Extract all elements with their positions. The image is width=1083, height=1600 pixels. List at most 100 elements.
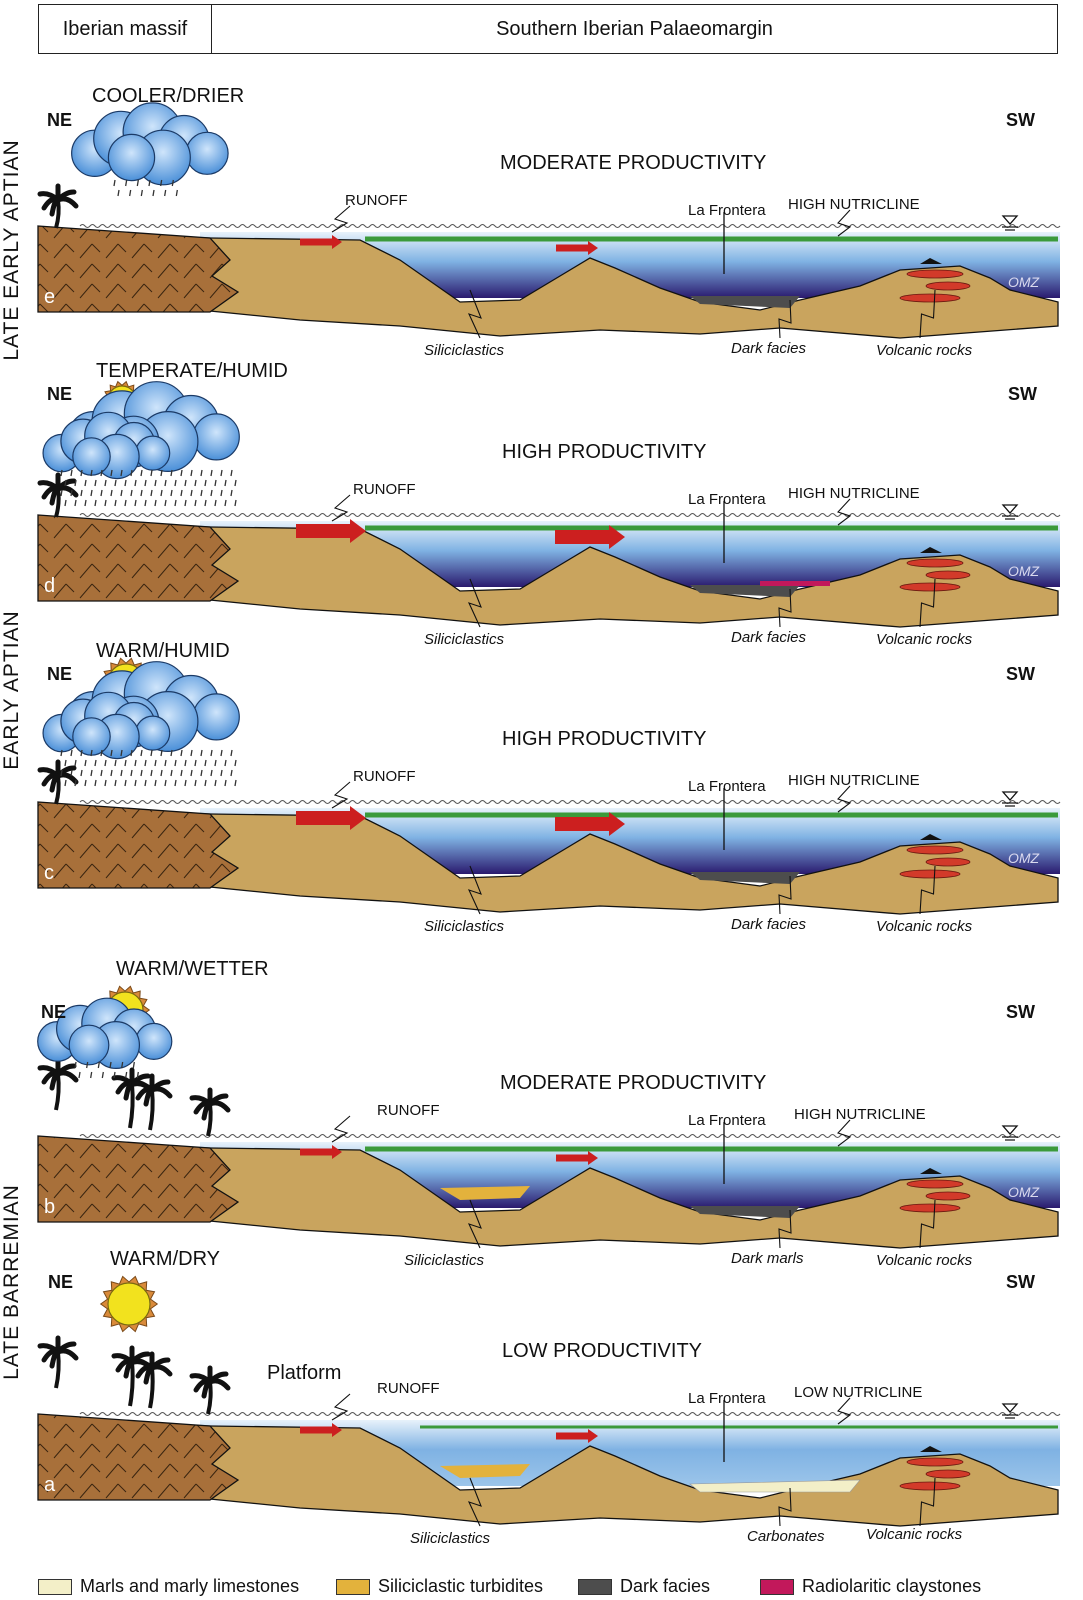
leader-line [837, 209, 852, 237]
leader-line [778, 299, 792, 339]
cloud-icon [42, 691, 171, 760]
runoff-label-e: RUNOFF [345, 192, 408, 209]
ne-label-d: NE [47, 384, 73, 404]
turbidite-deposit [440, 1186, 530, 1200]
facies-label-e: Dark facies [731, 340, 807, 357]
sea-level-symbol-icon [1001, 215, 1019, 231]
volcanic-rocks [899, 1446, 971, 1491]
sea-level-symbol-icon [1001, 1125, 1019, 1141]
climate-label-a: WARM/DRY [110, 1248, 220, 1270]
header-iberian-massif: Iberian massif [39, 5, 212, 53]
legend-swatch-marls [38, 1578, 72, 1595]
dark-facies-deposit [690, 296, 800, 308]
iberian-massif-basement [37, 1413, 240, 1501]
legend-swatch-radiolaritic [760, 1578, 794, 1595]
sw-label-c: SW [1006, 664, 1035, 684]
sea-surface [79, 513, 1061, 517]
leader-line [331, 494, 351, 522]
ne-label-b: NE [41, 1002, 67, 1022]
nutricline-label-a: LOW NUTRICLINE [794, 1384, 923, 1401]
palm-tree-icon [131, 1073, 173, 1131]
siliciclastics-label-c: Siliciclastics [424, 918, 505, 935]
productivity-label-c: HIGH PRODUCTIVITY [502, 728, 707, 750]
leader-line [778, 875, 792, 915]
iberian-massif-basement [37, 225, 240, 313]
palm-tree-icon [37, 1335, 79, 1389]
la-frontera-label-d: La Frontera [688, 491, 766, 508]
leader-line [837, 1119, 852, 1147]
cloud-icon [71, 102, 229, 186]
omz-label-c: OMZ [1008, 850, 1040, 866]
leader-line [467, 578, 482, 628]
volcanic-rocks [899, 834, 971, 879]
cloud-icon [37, 997, 173, 1069]
runoff-arrow [300, 1423, 342, 1437]
leader-line [837, 498, 852, 526]
palm-tree-icon [37, 472, 79, 518]
sediment-body [37, 1421, 1059, 1527]
panel-letter-e: e [44, 286, 56, 308]
ne-label-c: NE [47, 664, 73, 684]
productivity-label-a: LOW PRODUCTIVITY [502, 1340, 703, 1362]
siliciclastics-label-d: Siliciclastics [424, 631, 505, 648]
legend-item-dark-facies: Dark facies [578, 1576, 710, 1597]
sea-surface [79, 1412, 1061, 1416]
volcanic-label-b: Volcanic rocks [876, 1252, 973, 1269]
leader-line [331, 1393, 351, 1421]
leader-line [467, 865, 482, 915]
runoff-arrow [556, 1151, 598, 1165]
leader-line [467, 289, 482, 339]
nutricline-label-c: HIGH NUTRICLINE [788, 772, 920, 789]
runoff-arrow [556, 1429, 598, 1443]
panel-letter-a: a [44, 1474, 56, 1496]
runoff-arrow [556, 241, 598, 255]
sea-level-symbol-icon [1001, 504, 1019, 520]
nutricline-label-d: HIGH NUTRICLINE [788, 485, 920, 502]
leader-line [467, 1199, 482, 1249]
dark-facies-deposit [690, 872, 800, 884]
sw-label-a: SW [1006, 1272, 1035, 1292]
volcanic-label-d: Volcanic rocks [876, 631, 973, 648]
climate-label-d: TEMPERATE/HUMID [96, 360, 288, 382]
leader-line [837, 785, 852, 813]
ne-label-e: NE [47, 110, 73, 130]
panel-letter-c: c [44, 862, 54, 884]
productivity-label-e: MODERATE PRODUCTIVITY [500, 152, 767, 174]
leader-line [467, 1477, 482, 1527]
la-frontera-label-e: La Frontera [688, 202, 766, 219]
panel-letter-b: b [44, 1196, 56, 1218]
sea-surface [79, 1134, 1061, 1138]
iberian-massif-basement [37, 801, 240, 889]
radiolaritic-claystone-deposit [760, 581, 830, 586]
legend-label-turbidites: Siliciclastic turbidites [378, 1576, 544, 1596]
la-frontera-label-a: La Frontera [688, 1390, 766, 1407]
climate-label-e: COOLER/DRIER [92, 85, 245, 107]
nutricline-label-b: HIGH NUTRICLINE [794, 1106, 926, 1123]
sediment-body [37, 1143, 1059, 1249]
ne-label-a: NE [48, 1272, 74, 1292]
leader-line [778, 588, 792, 628]
runoff-arrow [296, 519, 366, 543]
climate-label-c: WARM/HUMID [96, 640, 230, 662]
iberian-massif-basement [37, 1135, 240, 1223]
facies-label-b: Dark marls [731, 1250, 804, 1267]
sw-label-d: SW [1008, 384, 1037, 404]
sw-label-b: SW [1006, 1002, 1035, 1022]
legend-swatch-dark-facies [578, 1578, 612, 1595]
facies-label-d: Dark facies [731, 629, 807, 646]
nutricline-label-e: HIGH NUTRICLINE [788, 196, 920, 213]
rain-icon [60, 469, 237, 507]
runoff-arrow [555, 812, 625, 836]
palm-tree-icon [37, 759, 79, 805]
sea-surface [79, 800, 1061, 804]
climate-label-b: WARM/WETTER [116, 958, 269, 980]
productivity-label-d: HIGH PRODUCTIVITY [502, 441, 707, 463]
legend-item-marls: Marls and marly limestones [38, 1576, 299, 1597]
leader-line [919, 1199, 936, 1249]
omz-label-d: OMZ [1008, 563, 1040, 579]
runoff-label-c: RUNOFF [353, 768, 416, 785]
omz-label-e: OMZ [1008, 274, 1040, 290]
rain-icon [74, 1061, 139, 1079]
